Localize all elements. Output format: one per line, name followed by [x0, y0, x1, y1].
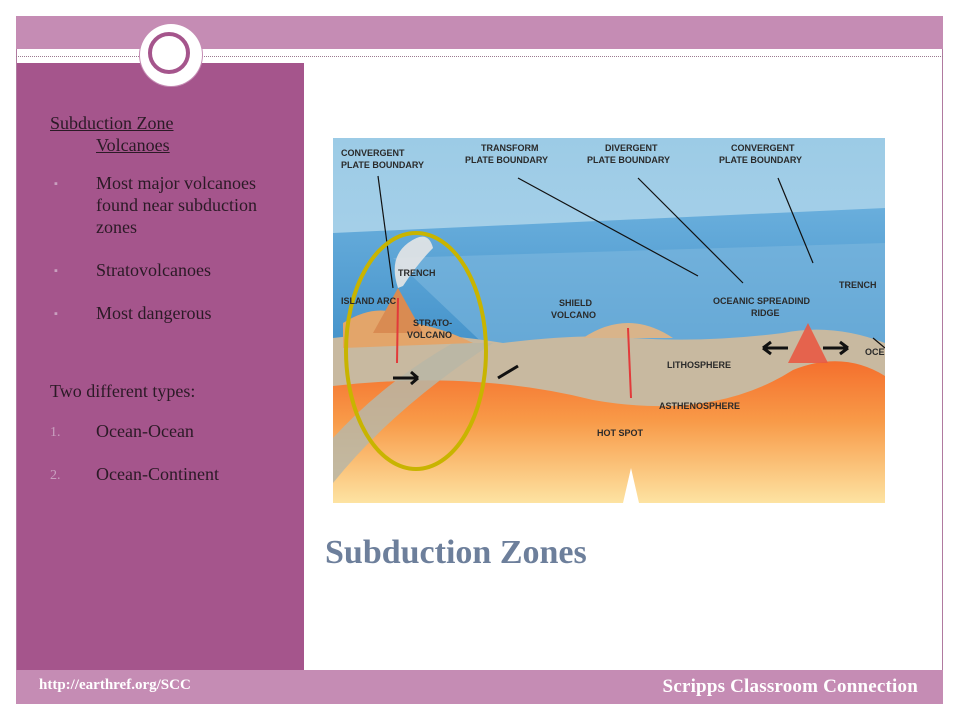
page-title: Subduction Zones [325, 534, 587, 571]
sidebar-text: Subduction Zone Volcanoes ▪Most major vo… [50, 112, 286, 506]
list-item: ▪Stratovolcanoes [54, 260, 211, 280]
arrow-right-icon [393, 370, 419, 386]
sidebar-heading-line1: Subduction Zone [50, 113, 174, 133]
label-divergent-2: PLATE BOUNDARY [587, 155, 670, 165]
bullet-square-icon: ▪ [54, 265, 58, 277]
label-trench-left: TRENCH [398, 268, 436, 278]
bullet-square-icon: ▪ [54, 178, 58, 190]
ridge-magma [788, 323, 828, 363]
leader-line [517, 177, 699, 277]
label-shield-1: SHIELD [559, 298, 593, 308]
leader-line [777, 177, 814, 264]
leader-line [377, 175, 394, 289]
label-asthenosphere: ASTHENOSPHERE [659, 401, 740, 411]
ring-icon [148, 32, 190, 74]
sidebar-heading-line2: Volcanoes [96, 135, 170, 155]
subducting-slab [333, 343, 493, 483]
hot-spot-notch [623, 468, 639, 503]
list-item: ▪Most dangerous [54, 303, 212, 323]
label-strato-2: VOLCANO [407, 330, 452, 340]
volcano-plume [394, 236, 433, 288]
label-ridge-1: OCEANIC SPREADIND [713, 296, 811, 306]
label-convergent-right-2: PLATE BOUNDARY [719, 155, 802, 165]
plate-tectonics-diagram: CONVERGENT PLATE BOUNDARY TRANSFORM PLAT… [333, 138, 885, 503]
types-list: 1.Ocean-Ocean 2.Ocean-Continent [50, 420, 286, 485]
label-lithosphere: LITHOSPHERE [667, 360, 731, 370]
label-convergent-right-1: CONVERGENT [731, 143, 795, 153]
label-trench-right: TRENCH [839, 280, 877, 290]
footer-url-link[interactable]: http://earthref.org/SCC [39, 677, 191, 693]
highlight-ring [344, 231, 488, 471]
label-convergent-left-1: CONVERGENT [341, 148, 405, 158]
leader-line [637, 177, 744, 284]
label-transform-1: TRANSFORM [481, 143, 539, 153]
label-oce: OCE [865, 347, 885, 357]
ocean-floor [393, 243, 885, 353]
sidebar-heading: Subduction Zone Volcanoes [50, 112, 286, 156]
leader-line [872, 337, 885, 349]
bullet-square-icon: ▪ [54, 308, 58, 320]
list-item: 2.Ocean-Continent [50, 464, 219, 484]
arrow-diagonal-icon [497, 364, 519, 380]
label-strato-1: STRATO- [413, 318, 452, 328]
list-item: 1.Ocean-Ocean [50, 421, 194, 441]
arrow-left-icon [762, 340, 788, 356]
label-convergent-left-2: PLATE BOUNDARY [341, 160, 424, 170]
sidebar-panel [17, 63, 304, 670]
header-divider [16, 56, 943, 57]
label-transform-2: PLATE BOUNDARY [465, 155, 548, 165]
magma-conduit [627, 327, 632, 399]
magma-conduit [396, 297, 399, 364]
arrow-right-icon [823, 340, 849, 356]
label-island-arc: ISLAND ARC [341, 296, 397, 306]
bullet-list: ▪Most major volcanoes found near subduct… [50, 172, 286, 324]
list-item: ▪Most major volcanoes found near subduct… [54, 173, 257, 237]
label-hot-spot: HOT SPOT [597, 428, 644, 438]
footer-brand: Scripps Classroom Connection [662, 676, 918, 697]
label-shield-2: VOLCANO [551, 310, 596, 320]
label-divergent-1: DIVERGENT [605, 143, 658, 153]
label-ridge-2: RIDGE [751, 308, 780, 318]
footer-band [16, 670, 943, 704]
types-label: Two different types: [50, 381, 196, 401]
